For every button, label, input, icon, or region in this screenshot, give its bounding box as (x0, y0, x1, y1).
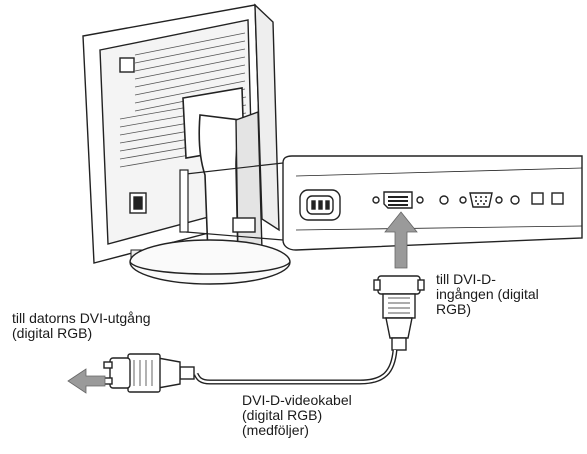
cable-plug-monitor (373, 275, 425, 351)
usb-port (531, 192, 544, 205)
zoom-lines (179, 162, 284, 241)
panel-body (282, 155, 583, 251)
label-dvi-d-input: till DVI-D- ingången (digital RGB) (436, 271, 539, 317)
stand-connector (232, 217, 256, 233)
monitor (82, 3, 291, 285)
handle-slot (119, 57, 135, 73)
ac-power-socket (299, 189, 341, 221)
dvi-d-cable (103, 275, 425, 393)
rgb-input-port (459, 192, 520, 208)
connector-panel (282, 155, 583, 251)
dvi-d-input-port (372, 191, 449, 209)
stand-base (129, 239, 291, 285)
label-pc-dvi-output: till datorns DVI-utgång (digital RGB) (12, 310, 151, 341)
label-dvi-d-cable: DVI-D-videokabel (digital RGB) (medfölje… (242, 392, 352, 438)
arrow-up-icon (384, 211, 418, 269)
usb-port (551, 192, 564, 205)
cable-wire (193, 349, 398, 385)
cable-plug-computer (103, 353, 195, 393)
arrow-left-icon (67, 368, 106, 394)
